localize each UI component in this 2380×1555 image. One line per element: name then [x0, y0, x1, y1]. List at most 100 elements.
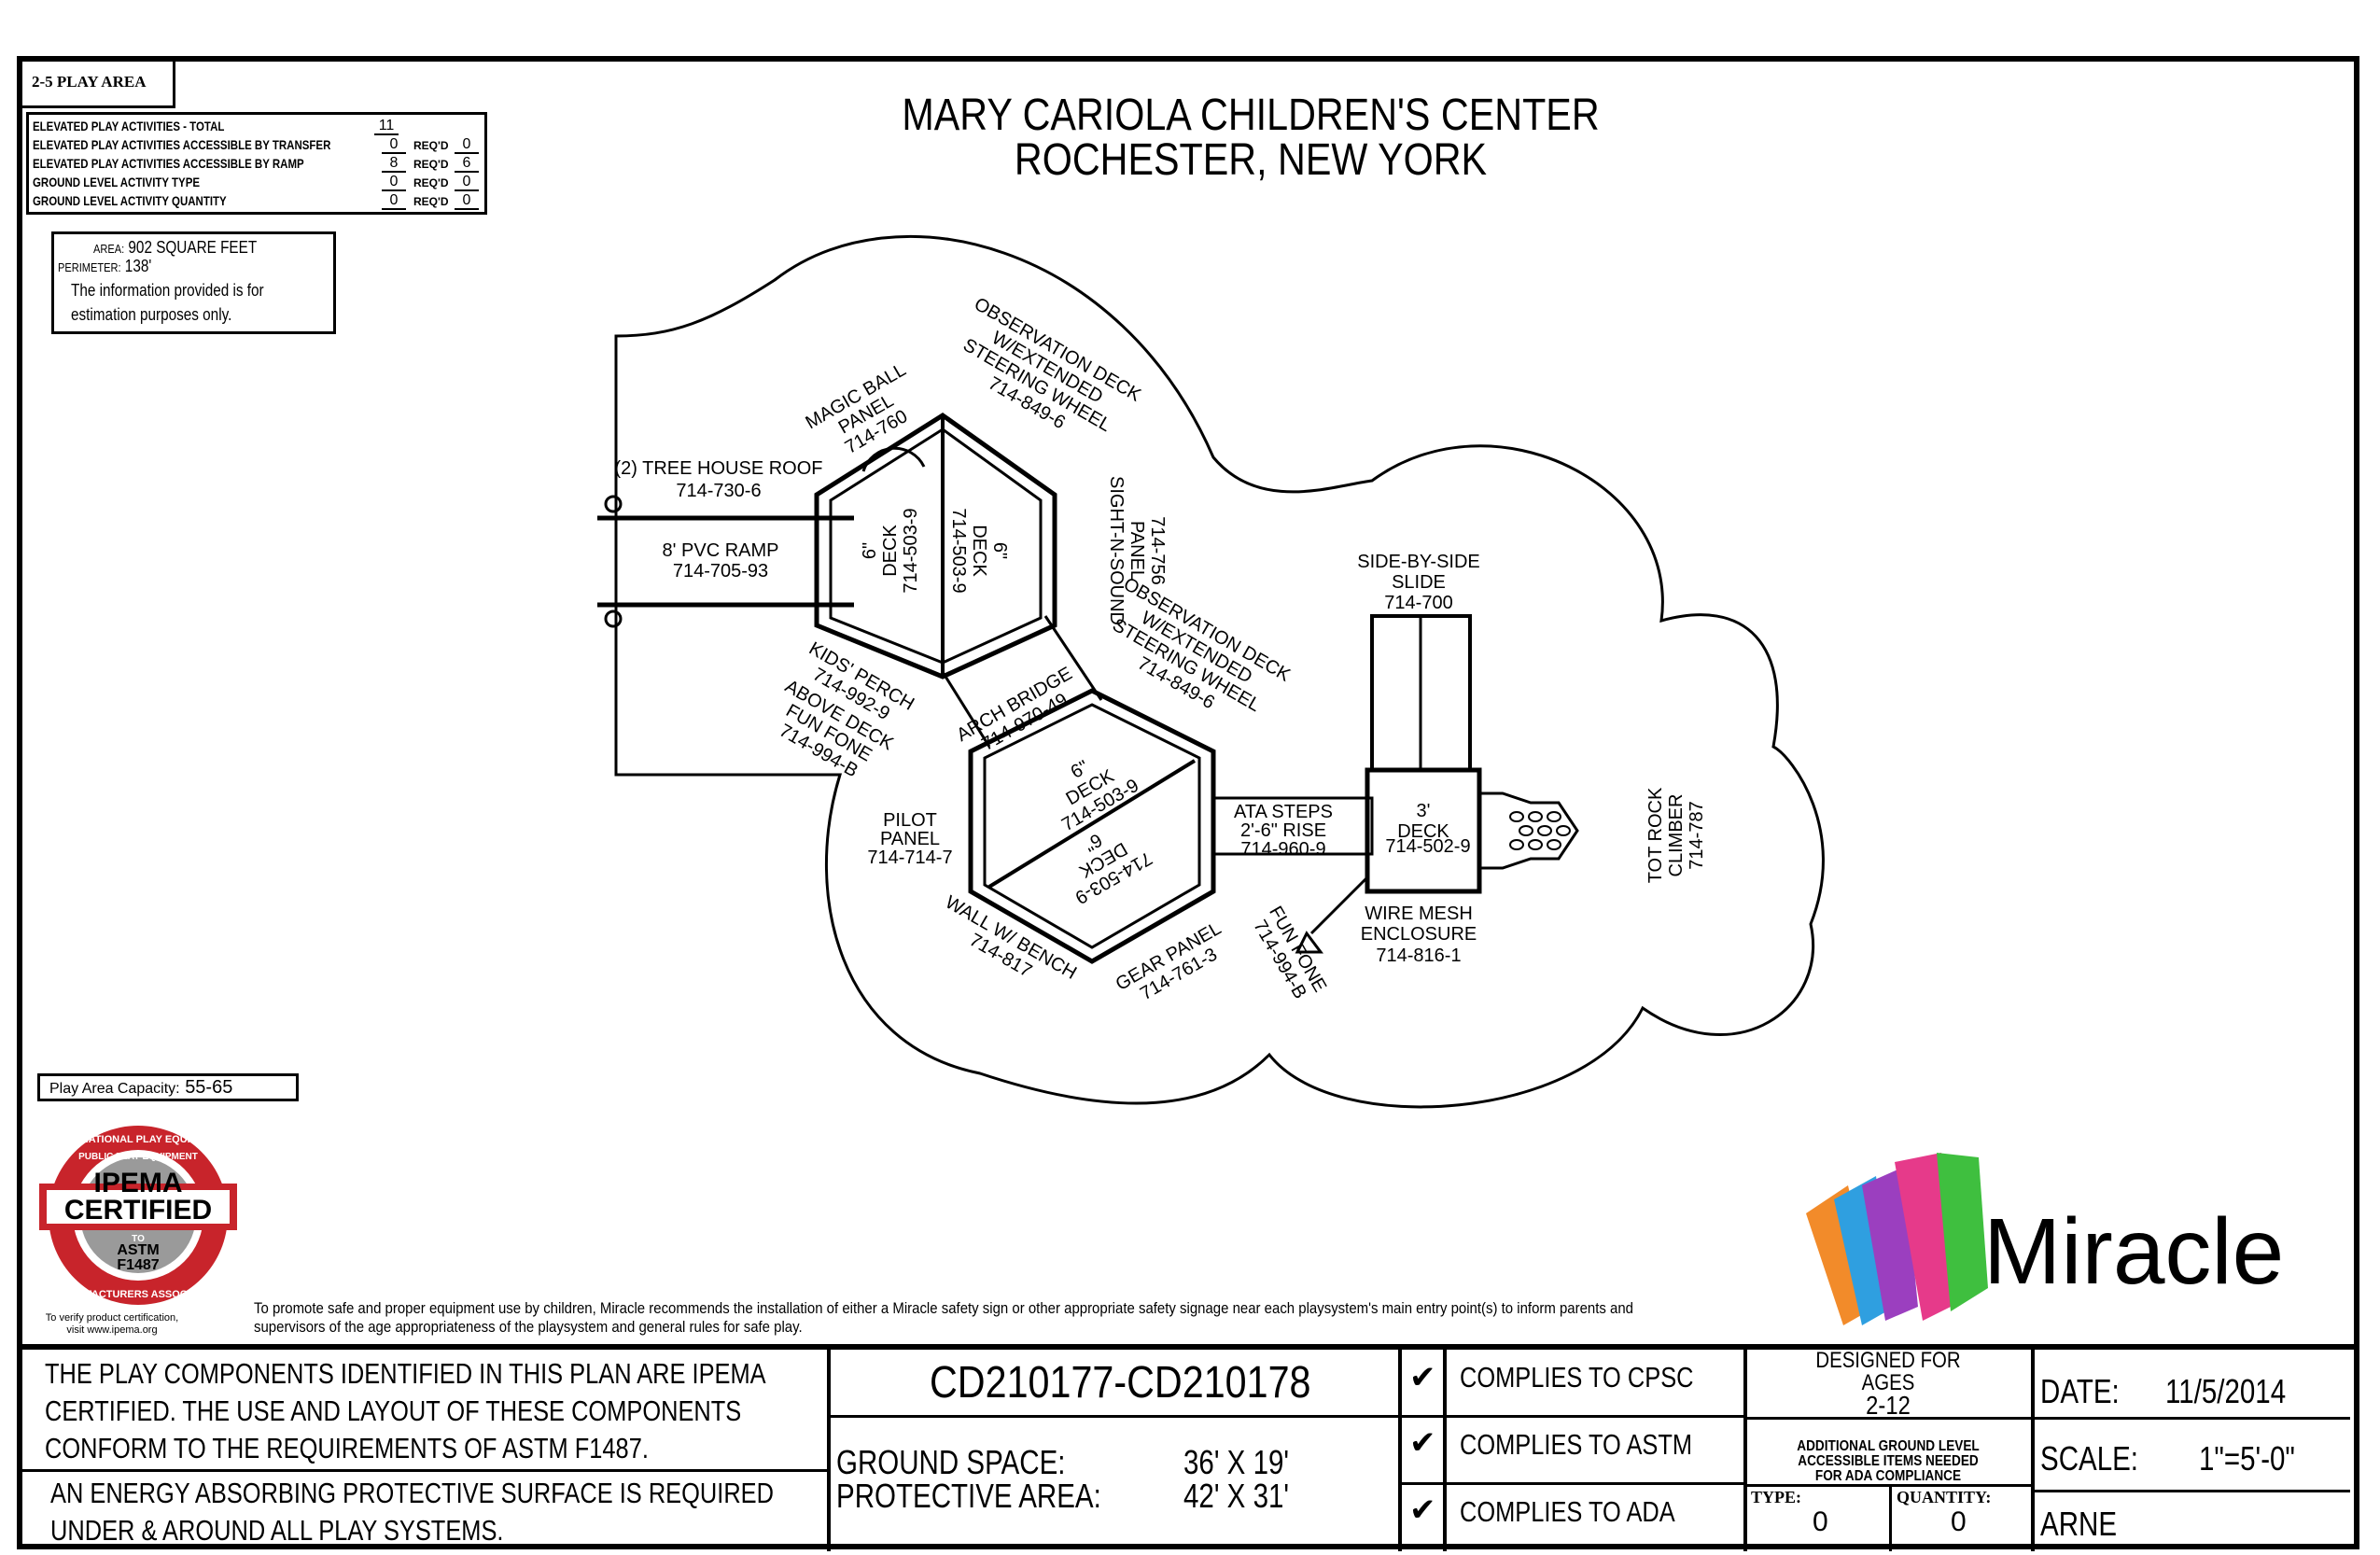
label-wire-mesh-2: ENCLOSURE: [1361, 924, 1477, 945]
reqd-value: 0: [455, 135, 479, 154]
site-plan: (2) TREE HOUSE ROOF 714-730-6 8' PVC RAM…: [39, 234, 2284, 1336]
ipema-ring-bottom: MANUFACTURERS ASSOCIATION: [55, 1289, 222, 1300]
label-slide-2: SLIDE: [1392, 572, 1446, 593]
activity-label: ELEVATED PLAY ACTIVITIES ACCESSIBLE BY R…: [33, 156, 304, 171]
ipema-verify-2: visit www.ipema.org: [66, 1324, 157, 1336]
reqd-label: REQ'D: [413, 176, 449, 189]
safety-note-1: To promote safe and proper equipment use…: [254, 1299, 1634, 1317]
label-wire-mesh: WIRE MESH: [1365, 904, 1473, 924]
brand-name: Miracle: [1983, 1199, 2284, 1304]
capacity-value: 55-65: [185, 1077, 233, 1098]
protective-area-label: PROTECTIVE AREA:: [836, 1477, 1101, 1515]
surface-line-2: UNDER & AROUND ALL PLAY SYSTEMS.: [50, 1514, 504, 1547]
reqd-value: 0: [455, 191, 479, 210]
activity-value: 11: [374, 117, 399, 135]
title-line-2: ROCHESTER, NEW YORK: [1014, 135, 1488, 185]
type-value: 0: [1813, 1506, 1828, 1537]
activity-label: ELEVATED PLAY ACTIVITIES - TOTAL: [33, 119, 225, 133]
cert-line-2: CERTIFIED. THE USE AND LAYOUT OF THESE C…: [45, 1394, 742, 1427]
label-ramp: 8' PVC RAMP: [663, 540, 779, 561]
activities-table: ELEVATED PLAY ACTIVITIES - TOTAL 11 ELEV…: [26, 112, 487, 215]
label-ramp-code: 714-705-93: [673, 561, 768, 581]
label-sight-sound-code: 714-756: [1147, 516, 1168, 584]
title-block: THE PLAY COMPONENTS IDENTIFIED IN THIS P…: [17, 1344, 2359, 1555]
label-sight-sound: SIGHT-N-SOUND: [1106, 476, 1127, 625]
reqd-value: 6: [455, 154, 479, 173]
label-wire-mesh-code: 714-816-1: [1376, 946, 1461, 966]
label-pilot-code: 714-714-7: [867, 848, 952, 868]
label-deck-a-code: 714-503-9: [901, 508, 921, 593]
label-tot-rock-code: 714-787: [1687, 801, 1707, 869]
ada-note-2: ACCESSIBLE ITEMS NEEDED: [1798, 1453, 1979, 1469]
activity-label: GROUND LEVEL ACTIVITY TYPE: [33, 175, 201, 189]
play-area-tag: 2-5 PLAY AREA: [17, 56, 175, 108]
label-pilot: PILOT: [883, 810, 937, 831]
ipema-astm: ASTM: [117, 1242, 159, 1258]
label-tot-rock: TOT ROCK: [1645, 787, 1666, 883]
ata-steps: [1211, 796, 1374, 856]
deck-hex-lower: [968, 688, 1216, 964]
designed-for: DESIGNED FOR: [1815, 1348, 1961, 1373]
activity-value: 8: [382, 154, 406, 173]
quantity-label: QUANTITY:: [1897, 1488, 1992, 1506]
activity-value: 0: [382, 135, 406, 154]
ipema-certified: CERTIFIED: [64, 1195, 212, 1226]
ipema-to: TO: [132, 1234, 145, 1244]
label-deck-b-2: DECK: [969, 525, 989, 577]
complies-ada: COMPLIES TO ADA: [1460, 1495, 1675, 1528]
activity-label: ELEVATED PLAY ACTIVITIES ACCESSIBLE BY T…: [33, 137, 331, 152]
reqd-label: REQ'D: [413, 195, 449, 208]
ages-value: 2-12: [1866, 1391, 1911, 1420]
perimeter-value: 138': [124, 257, 152, 275]
safety-note-2: supervisors of the age appropriateness o…: [254, 1318, 803, 1336]
ada-note-3: FOR ADA COMPLIANCE: [1814, 1468, 1962, 1484]
label-deck-b: 6": [989, 542, 1010, 559]
date-value: 11/5/2014: [2165, 1372, 2287, 1410]
quantity-value: 0: [1951, 1506, 1967, 1537]
ipema-std: F1487: [117, 1257, 159, 1273]
page-title: MARY CARIOLA CHILDREN'S CENTER ROCHESTER…: [833, 93, 1668, 183]
type-label: TYPE:: [1751, 1488, 1801, 1506]
area-label: AREA:: [93, 242, 125, 256]
ipema-name: IPEMA: [93, 1168, 182, 1198]
label-deck-a: 6": [860, 542, 880, 559]
perimeter-label: PERIMETER:: [58, 260, 121, 274]
drawing-frame: [17, 56, 2359, 1549]
label-tot-rock-2: CLIMBER: [1666, 794, 1687, 877]
reqd-label: REQ'D: [413, 158, 449, 171]
check-icon: ✔: [1409, 1425, 1436, 1461]
ipema-ring-top: INTERNATIONAL PLAY EQUIPMENT: [50, 1134, 227, 1145]
protective-area-value: 42' X 31': [1183, 1477, 1290, 1515]
model-number: CD210177-CD210178: [930, 1358, 1311, 1408]
area-box: AREA: 902 SQUARE FEET PERIMETER: 138' Th…: [51, 231, 336, 334]
ipema-seal: IPEMA CERTIFIED TO ASTM F1487 PUBLIC PLA…: [39, 1126, 237, 1336]
ada-note-1: ADDITIONAL GROUND LEVEL: [1797, 1438, 1980, 1454]
cert-line-1: THE PLAY COMPONENTS IDENTIFIED IN THIS P…: [45, 1357, 766, 1390]
label-deck-3-2: DECK: [1397, 821, 1449, 842]
label-ata-steps: ATA STEPS: [1234, 802, 1333, 822]
ground-space-value: 36' X 19': [1183, 1443, 1290, 1481]
date-label: DATE:: [2040, 1372, 2120, 1410]
title-line-1: MARY CARIOLA CHILDREN'S CENTER: [902, 91, 1600, 140]
label-deck-3: 3': [1417, 801, 1431, 821]
reqd-label: REQ'D: [413, 139, 449, 152]
cert-line-3: CONFORM TO THE REQUIREMENTS OF ASTM F148…: [45, 1432, 649, 1464]
miracle-logo: Miracle: [1806, 1153, 2284, 1325]
check-icon: ✔: [1409, 1360, 1436, 1395]
area-value: 902 SQUARE FEET: [128, 238, 258, 257]
tot-rock-climber: [1477, 792, 1579, 870]
capacity-label: Play Area Capacity:: [49, 1081, 180, 1097]
check-icon: ✔: [1409, 1492, 1436, 1528]
scale-value: 1"=5'-0": [2199, 1439, 2295, 1478]
label-deck-3-code: 714-502-9: [1385, 836, 1470, 857]
reqd-value: 0: [455, 173, 479, 191]
label-tree-roof: (2) TREE HOUSE ROOF: [615, 458, 823, 479]
surface-line-1: AN ENERGY ABSORBING PROTECTIVE SURFACE I…: [50, 1477, 775, 1509]
activity-value: 0: [382, 173, 406, 191]
scale-label: SCALE:: [2040, 1439, 2139, 1478]
estimate-note-2: estimation purposes only.: [71, 305, 232, 324]
safety-note: To promote safe and proper equipment use…: [254, 1299, 1979, 1337]
designer-name: ARNE: [2040, 1505, 2118, 1543]
activity-label: GROUND LEVEL ACTIVITY QUANTITY: [33, 193, 227, 208]
ages-label: AGES: [1861, 1370, 1915, 1395]
